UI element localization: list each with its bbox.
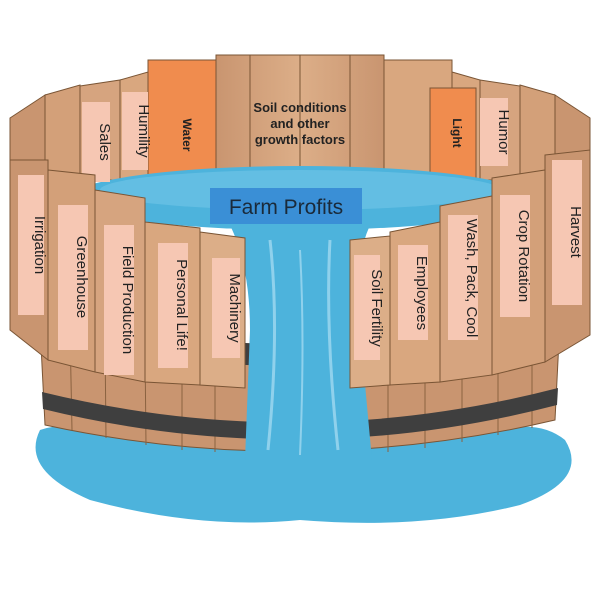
stave-sales-label: Sales	[96, 123, 113, 161]
spilled-water	[35, 425, 572, 523]
title-text: Farm Profits	[229, 196, 343, 219]
stave-wash-pack-cool-label: Wash, Pack, Cool	[463, 219, 480, 338]
stave-field-production-label: Field Production	[119, 246, 136, 354]
stave-machinery-label: Machinery	[226, 273, 243, 343]
back-label-line3: growth factors	[255, 132, 345, 147]
stave-crop-rotation-label: Crop Rotation	[515, 210, 532, 303]
stave-employees-label: Employees	[413, 256, 430, 330]
stave-harvest-label: Harvest	[567, 206, 584, 259]
waterfall	[225, 215, 375, 460]
back-label-line1: Soil conditions	[253, 100, 346, 115]
stave-humor-label: Humor	[495, 109, 512, 154]
stave-soil-fertility-label: Soil Fertility	[368, 269, 385, 347]
stave-light-label: Light	[450, 118, 464, 147]
stave-irrigation-label: Irrigation	[31, 216, 48, 274]
lower-hoop	[42, 388, 558, 440]
stave-greenhouse-label: Greenhouse	[73, 236, 90, 319]
stave-water-label: Water	[180, 119, 194, 152]
stave-personal-life-label: Personal Life!	[173, 259, 190, 351]
title-box	[210, 188, 362, 224]
back-label-line2: and other	[270, 116, 329, 131]
stave-humility-label: Humility	[135, 104, 152, 158]
